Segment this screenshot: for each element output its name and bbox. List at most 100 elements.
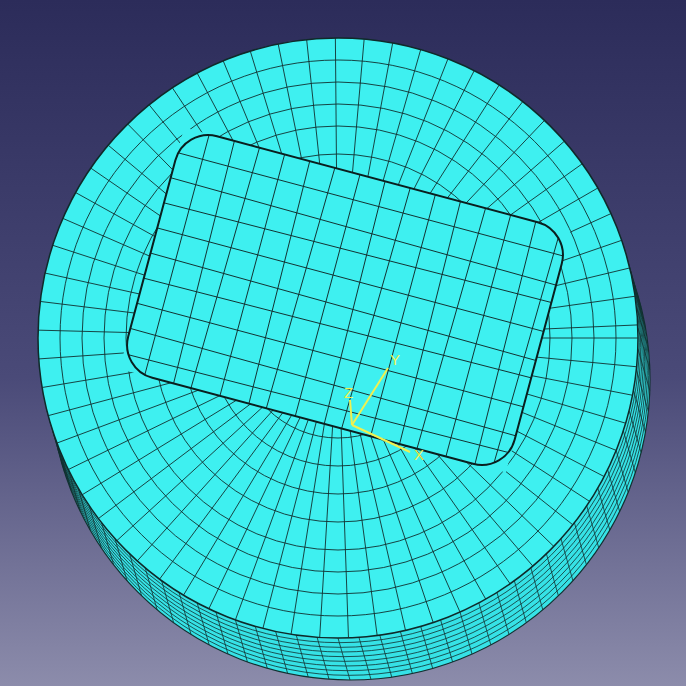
mesh-line xyxy=(396,202,465,445)
mesh-radial xyxy=(338,338,573,525)
mesh-ring xyxy=(60,60,616,616)
mesh-radial xyxy=(38,330,338,338)
top-face xyxy=(38,38,638,638)
mesh-line xyxy=(177,153,563,257)
mesh-radial xyxy=(160,338,338,579)
axis-y xyxy=(352,368,388,425)
mesh-radial xyxy=(48,338,338,416)
side-edge xyxy=(255,626,267,668)
mesh-ring xyxy=(182,182,494,494)
mesh-radial xyxy=(223,61,338,338)
mesh-radial xyxy=(338,85,499,338)
mesh-radial xyxy=(338,120,545,338)
mesh-radial xyxy=(278,44,338,338)
mesh-line xyxy=(446,215,511,456)
side-edge xyxy=(317,637,329,679)
mesh-radial xyxy=(320,338,338,637)
mesh-radial xyxy=(250,51,338,338)
side-edge xyxy=(276,631,288,673)
inner-region xyxy=(116,123,572,473)
mesh-radial xyxy=(338,71,474,338)
mesh-radial xyxy=(128,124,338,338)
mesh-line xyxy=(320,181,389,424)
mesh-radial xyxy=(76,193,338,338)
mesh-line xyxy=(191,147,260,390)
side-edge xyxy=(479,603,491,645)
side-edge xyxy=(421,626,433,668)
mesh-line xyxy=(492,227,561,470)
mesh-radial xyxy=(338,338,554,546)
mesh-radial xyxy=(338,59,448,338)
mesh-radial xyxy=(338,338,637,367)
mesh-line xyxy=(129,328,516,435)
mesh-radial xyxy=(209,338,338,609)
side-edge xyxy=(235,620,247,662)
side-edge xyxy=(636,369,648,411)
side-edge xyxy=(441,620,453,662)
mesh-line xyxy=(124,350,511,457)
side-edge xyxy=(608,470,620,512)
side-edge xyxy=(359,637,371,679)
side-edge xyxy=(296,635,308,677)
side-edge xyxy=(574,523,586,565)
mesh-radial xyxy=(91,168,338,338)
mesh-radial xyxy=(291,338,338,634)
mesh-line xyxy=(295,175,360,416)
mesh-radial xyxy=(39,338,338,359)
side-edge xyxy=(598,488,610,530)
mesh-radial xyxy=(149,105,338,338)
axis-x xyxy=(352,425,410,452)
mesh-line xyxy=(170,141,239,384)
mesh-radial xyxy=(338,240,622,338)
axis-z xyxy=(350,400,352,425)
mesh-radial xyxy=(45,273,338,338)
axis-label: Z xyxy=(344,385,353,400)
mesh-radial xyxy=(338,338,533,566)
mesh-radial xyxy=(338,338,405,630)
mesh-line xyxy=(342,187,411,430)
side-edge xyxy=(629,411,641,453)
mesh-ring xyxy=(104,104,572,572)
mesh-line xyxy=(145,134,210,375)
mesh-ring xyxy=(154,154,522,522)
mesh-line xyxy=(137,303,523,407)
side-edge xyxy=(616,450,628,492)
outer-mesh xyxy=(38,38,638,638)
mesh-radial xyxy=(338,296,635,338)
mesh-radial xyxy=(235,338,338,620)
axis-label: X xyxy=(414,447,424,462)
side-edge xyxy=(338,638,350,680)
side-edge xyxy=(638,348,650,390)
mesh-radial xyxy=(338,338,377,635)
mesh-line xyxy=(417,207,486,450)
mesh-line xyxy=(471,222,540,465)
partition-line xyxy=(119,127,570,472)
mesh-radial xyxy=(338,338,510,584)
side-edge xyxy=(460,612,472,654)
side-edge xyxy=(216,612,228,654)
mesh-radial xyxy=(338,325,638,338)
side-edge xyxy=(587,506,599,548)
mesh-radial xyxy=(338,338,348,638)
mesh-radial xyxy=(338,102,523,338)
side-edge xyxy=(380,635,392,677)
mesh-radial xyxy=(183,338,338,595)
side-edge xyxy=(400,631,412,673)
inner-mesh xyxy=(119,127,570,472)
mesh-radial xyxy=(338,39,364,338)
mesh-line xyxy=(164,199,551,306)
mesh-ring xyxy=(126,126,550,550)
mesh-line xyxy=(144,274,531,381)
mesh-radial xyxy=(108,145,338,338)
mesh-radial xyxy=(335,38,338,338)
side-edge xyxy=(546,554,558,596)
mesh-radial xyxy=(172,88,338,338)
mesh-line xyxy=(157,228,543,332)
mesh-radial xyxy=(68,338,338,470)
mesh-radial xyxy=(338,43,393,338)
mesh-ring xyxy=(82,82,594,594)
mesh-line xyxy=(170,178,557,285)
side-edge xyxy=(638,328,650,370)
